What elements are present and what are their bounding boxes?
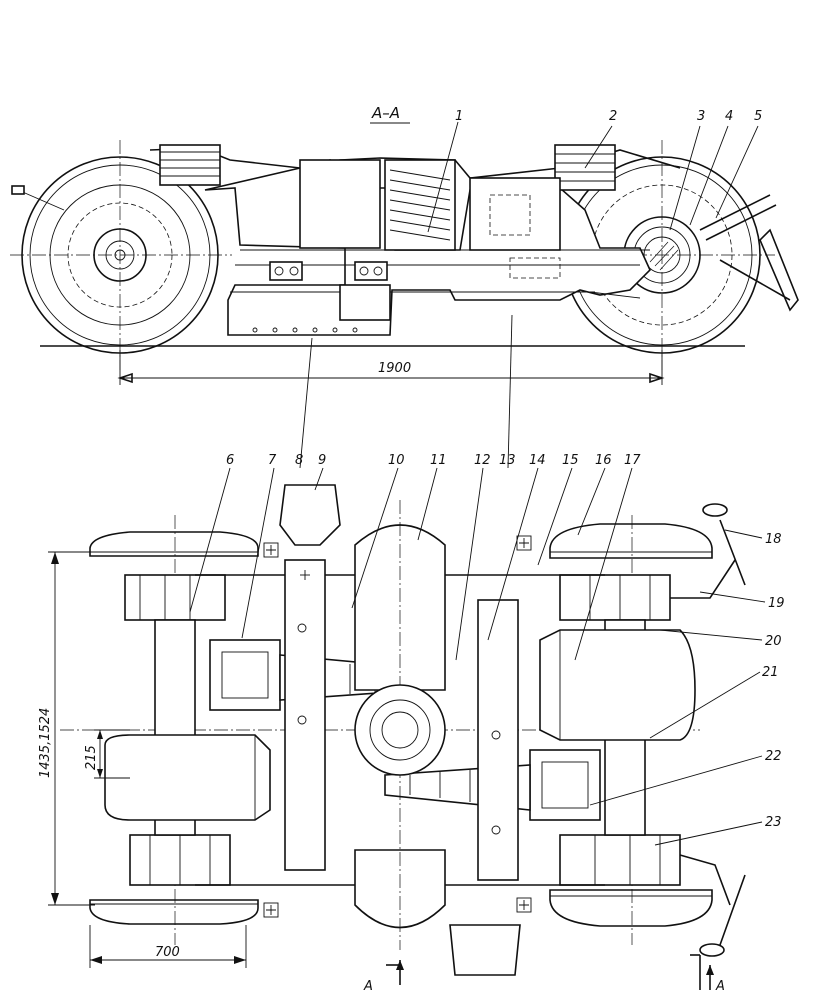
callout-4: 4: [725, 109, 733, 124]
center-pivot: [354, 684, 446, 776]
section-arrow-right: А: [690, 954, 725, 994]
callout-22: 22: [765, 749, 782, 764]
dimension-wheel-width: 700: [89, 925, 247, 968]
callout-16: 16: [595, 453, 612, 468]
motor-support: [339, 284, 391, 321]
wheel-bottom-left: [89, 899, 259, 925]
callout-2: 2: [609, 109, 617, 124]
callout-layer: 1 2 3 4 5 6 7 8 9 10 11 12 13 14 15 16 1…: [189, 109, 785, 846]
central-spring: [384, 159, 456, 251]
transverse-beam-left: [284, 559, 326, 871]
dimension-wheelbase: 1900: [117, 350, 665, 385]
section-title: А–А: [371, 104, 400, 122]
traction-motor-left: [104, 734, 271, 821]
section-arrow-right-label: А: [715, 979, 725, 994]
callout-19: 19: [768, 596, 785, 611]
side-view: А–А: [10, 104, 799, 385]
callout-10: 10: [388, 453, 405, 468]
section-arrow-left-label: А: [363, 979, 373, 994]
bolster-body: [354, 500, 446, 950]
callout-9: 9: [318, 453, 326, 468]
callout-23: 23: [765, 815, 782, 830]
callout-11: 11: [430, 453, 447, 468]
brake-rigging: [699, 194, 799, 312]
callout-6: 6: [226, 453, 234, 468]
callout-1: 1: [455, 109, 463, 124]
section-arrow-left: А: [363, 960, 404, 994]
callout-8: 8: [295, 453, 303, 468]
axle-box-top-left: [124, 574, 226, 621]
callout-15: 15: [562, 453, 579, 468]
dimension-offset-text: 215: [84, 745, 99, 770]
motor-housing: [299, 159, 381, 249]
dimension-wheelbase-text: 1900: [378, 361, 411, 376]
callout-13: 13: [499, 453, 516, 468]
callout-3: 3: [697, 109, 705, 124]
axle-box-top-right: [559, 574, 671, 621]
callout-20: 20: [765, 634, 782, 649]
transverse-beam-right: [477, 599, 519, 881]
callout-5: 5: [754, 109, 762, 124]
gear-case: [469, 177, 561, 251]
left-bracket: [269, 261, 303, 281]
leader-lines: [189, 121, 766, 846]
callout-7: 7: [268, 453, 277, 468]
plus-markers: [263, 535, 532, 918]
brake-hanger-top: [279, 484, 341, 546]
gear-unit-left: [209, 639, 281, 711]
sand-pipe-top: [670, 519, 746, 599]
callout-18: 18: [765, 532, 782, 547]
wheel-bottom-right: [549, 889, 713, 927]
wheel-top-right: [549, 523, 713, 559]
wheel-top-left: [89, 531, 259, 557]
dimension-wheel-width-text: 700: [155, 945, 180, 960]
brake-hanger-bottom: [449, 924, 521, 976]
dimension-offset: 215: [84, 729, 130, 779]
traction-motor-right: [539, 629, 696, 741]
callout-12: 12: [474, 453, 491, 468]
callout-14: 14: [529, 453, 546, 468]
gear-unit-right: [529, 749, 601, 821]
callout-17: 17: [624, 453, 641, 468]
axle-box-bottom-right: [559, 834, 681, 886]
plan-view: А А 1435,1524 215: [38, 484, 746, 994]
center-bracket: [354, 261, 388, 281]
left-spring-stack: [159, 144, 221, 186]
dimension-gauge-text: 1435,1524: [38, 708, 53, 778]
dimension-gauge: 1435,1524: [38, 551, 95, 906]
sand-pipe-bottom: [679, 854, 746, 946]
callout-21: 21: [762, 665, 779, 680]
